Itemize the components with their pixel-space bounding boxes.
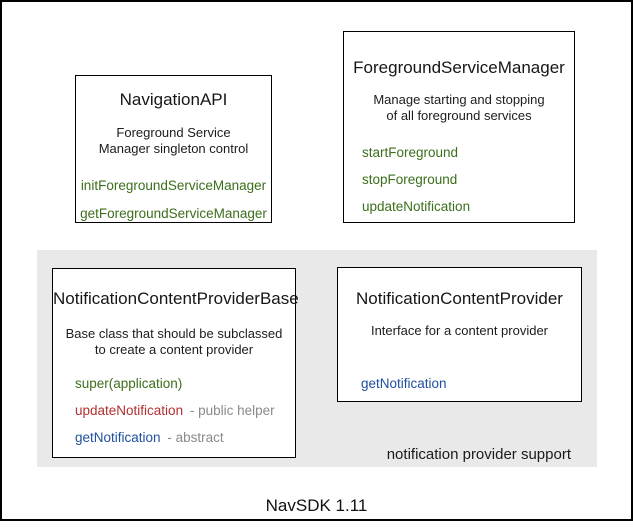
method-annotation: - public helper — [189, 403, 275, 418]
class-title-foreground-service-manager: ForegroundServiceManager — [353, 58, 565, 77]
description-line: Manager singleton control — [98, 141, 249, 156]
method-get-notification: getNotification - abstract — [53, 430, 295, 446]
method-get-notification: getNotification — [361, 376, 447, 391]
description-line: Foreground Service — [116, 125, 231, 140]
sdk-version-label: NavSDK 1.11 — [265, 496, 368, 515]
method-name: getNotification — [75, 430, 161, 445]
description-line: to create a content provider — [94, 342, 254, 357]
panel-caption: notification provider support — [386, 446, 571, 463]
method-super-application: super(application) — [53, 376, 295, 392]
class-box-notification-content-provider-base: NotificationContentProviderBase Base cla… — [52, 268, 299, 458]
class-box-navigation-api: NavigationAPI Foreground Service Manager… — [75, 75, 272, 223]
class-box-foreground-service-manager: ForegroundServiceManager Manage starting… — [343, 31, 575, 223]
class-description: Manage starting and stopping of all fore… — [344, 92, 574, 124]
method-start-foreground: startForeground — [362, 145, 459, 160]
class-description: Foreground Service Manager singleton con… — [76, 125, 271, 157]
class-title-navigation-api: NavigationAPI — [119, 90, 228, 109]
class-description: Base class that should be subclassed to … — [53, 326, 295, 358]
method-update-notification: updateNotification — [362, 199, 471, 214]
class-title-notification-content-provider-base: NotificationContentProviderBase — [53, 289, 299, 308]
method-name: updateNotification — [75, 403, 184, 418]
description-line: Base class that should be subclassed — [65, 326, 283, 341]
description-line: Interface for a content provider — [370, 323, 549, 338]
method-get-foreground-service-manager: getForegroundServiceManager — [80, 206, 267, 221]
description-line: Manage starting and stopping — [373, 92, 545, 107]
method-annotation: - abstract — [167, 430, 224, 445]
class-description: Interface for a content provider — [338, 323, 581, 339]
method-update-notification: updateNotification - public helper — [53, 403, 295, 419]
method-name: super(application) — [75, 376, 183, 391]
class-box-notification-content-provider: NotificationContentProvider Interface fo… — [337, 267, 582, 402]
method-stop-foreground: stopForeground — [362, 172, 458, 187]
method-init-foreground-service-manager: initForegroundServiceManager — [80, 178, 267, 193]
description-line: of all foreground services — [386, 108, 532, 123]
class-title-notification-content-provider: NotificationContentProvider — [356, 289, 563, 308]
